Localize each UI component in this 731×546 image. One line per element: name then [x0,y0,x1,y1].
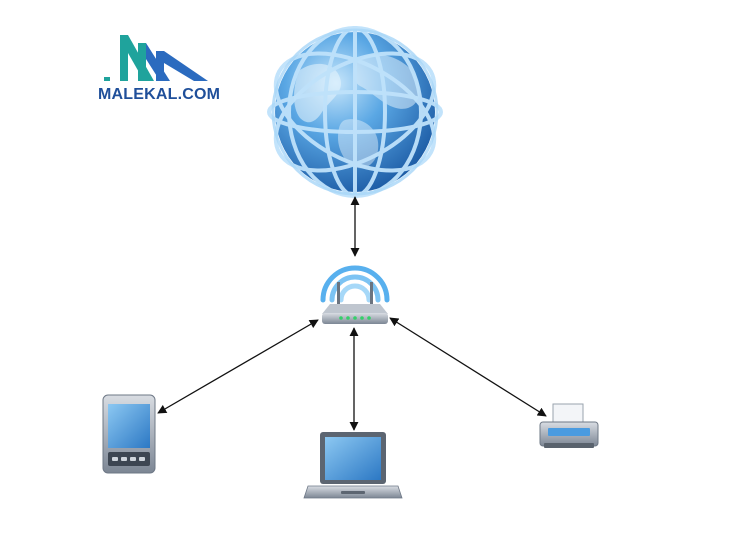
link-router-printer [389,317,547,417]
printer-icon [539,403,599,448]
link-router-smartphone [157,319,319,414]
connection-links [157,196,547,431]
logo-text: MALEKAL.COM [98,86,221,103]
malekal-logo: MALEKAL.COM [98,33,238,105]
logo-mark [104,35,208,81]
smartphone-icon [102,394,156,474]
laptop-icon [303,432,403,499]
wifi-router-icon [320,265,390,324]
globe-icon [267,26,443,198]
